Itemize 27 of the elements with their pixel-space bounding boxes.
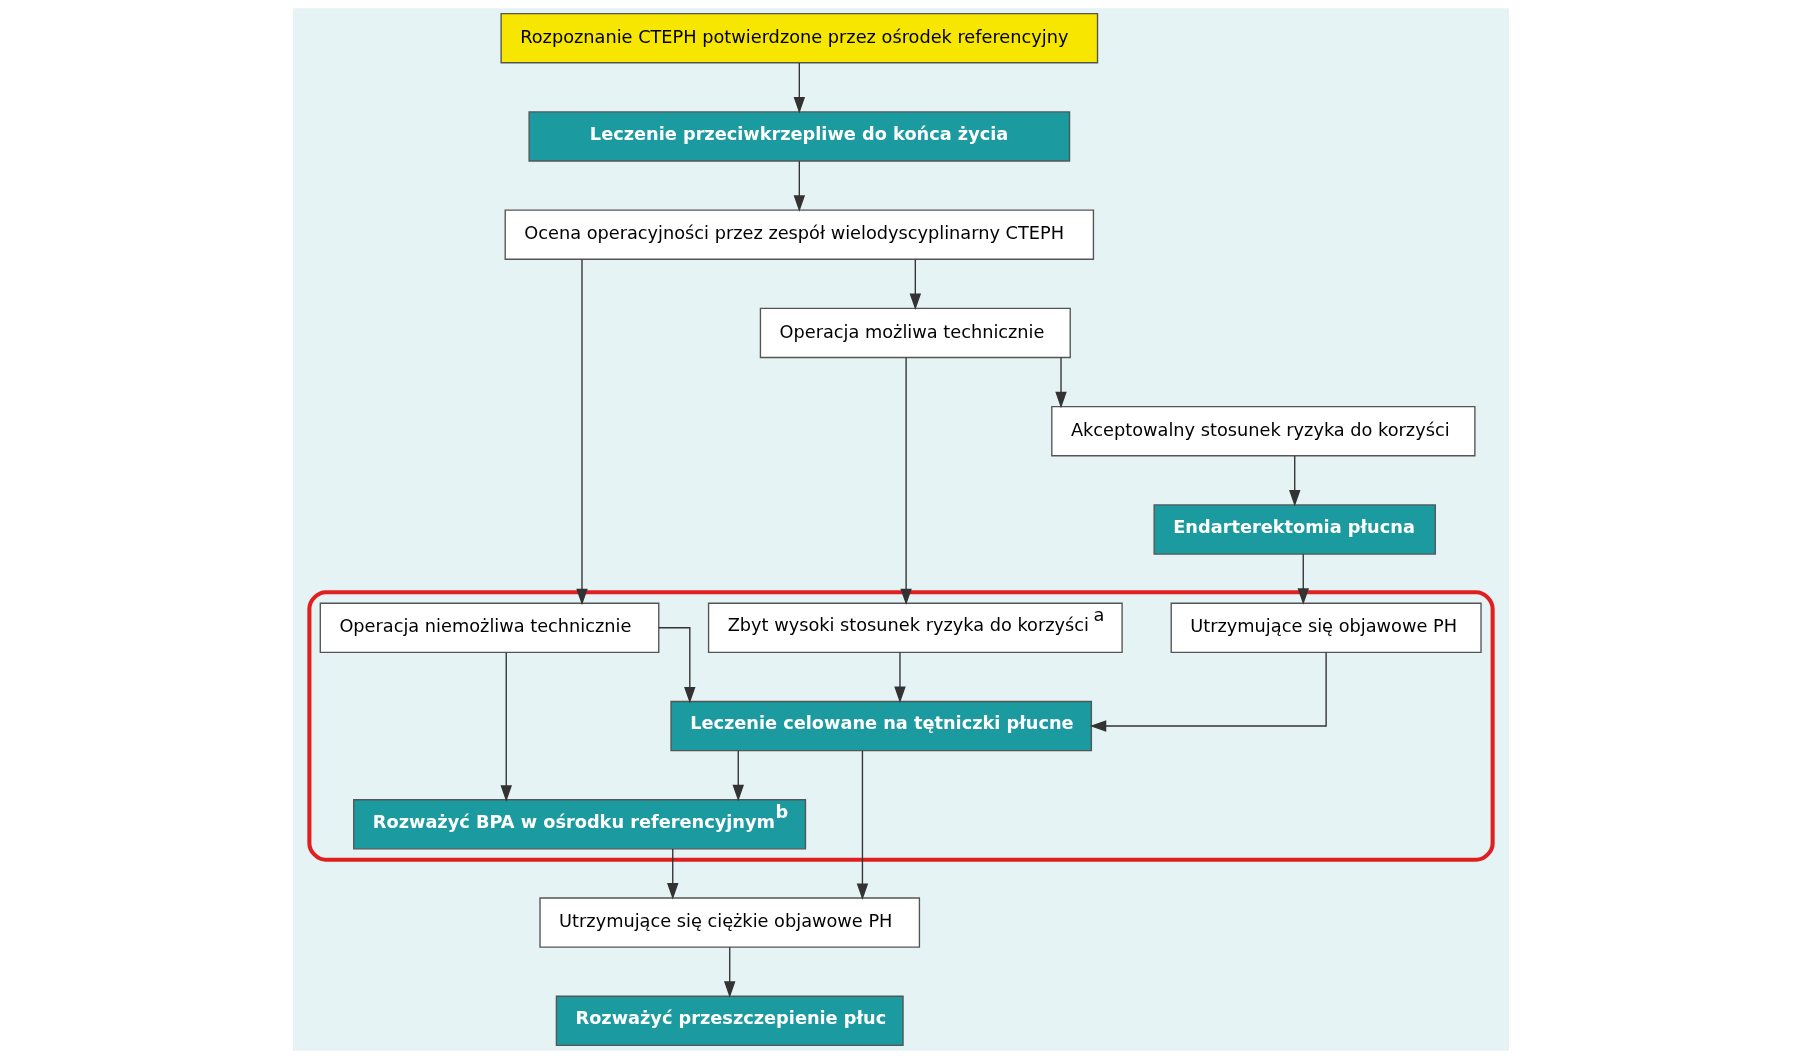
arrow: [1289, 455, 1301, 507]
arrow: [732, 750, 744, 802]
arrow: [500, 652, 512, 802]
arrow: [667, 848, 679, 900]
arrow: [658, 627, 696, 704]
node-box: Ocena operacyjności przez zespół wielodyscyplinarny CTEPH: [504, 209, 1095, 260]
node-box: Utrzymujące się ciężkie objawowe PH: [539, 897, 921, 948]
arrow: [793, 160, 806, 212]
arrow: [576, 258, 588, 606]
node-box: Akceptowalny stosunek ryzyka do korzyści: [1051, 406, 1476, 457]
node-box: Endarterektomia płucna: [1153, 504, 1436, 555]
arrow: [909, 258, 922, 310]
node-box: Leczenie przeciwkrzepliwe do końca życia: [528, 111, 1071, 162]
arrow: [900, 356, 912, 606]
node-box: Utrzymujące się objawowe PH: [1170, 602, 1482, 653]
arrow: [1297, 553, 1309, 605]
node-box: Operacja niemożliwa technicznie: [319, 602, 660, 653]
arrow: [1055, 357, 1067, 409]
arrow: [1089, 651, 1327, 732]
node-box: Rozpoznanie CTEPH potwierdzone przez ośrodek referencyjny: [500, 12, 1099, 64]
arrow: [724, 946, 736, 998]
node-box: Leczenie celowane na tętniczki płucne: [670, 700, 1093, 752]
arrow: [856, 750, 869, 900]
arrow: [894, 651, 906, 703]
node-box: Operacja możliwa technicznie: [759, 307, 1071, 359]
arrow: [793, 62, 806, 114]
node-box: Rozważyć przeszczepienie płuc: [555, 995, 904, 1047]
